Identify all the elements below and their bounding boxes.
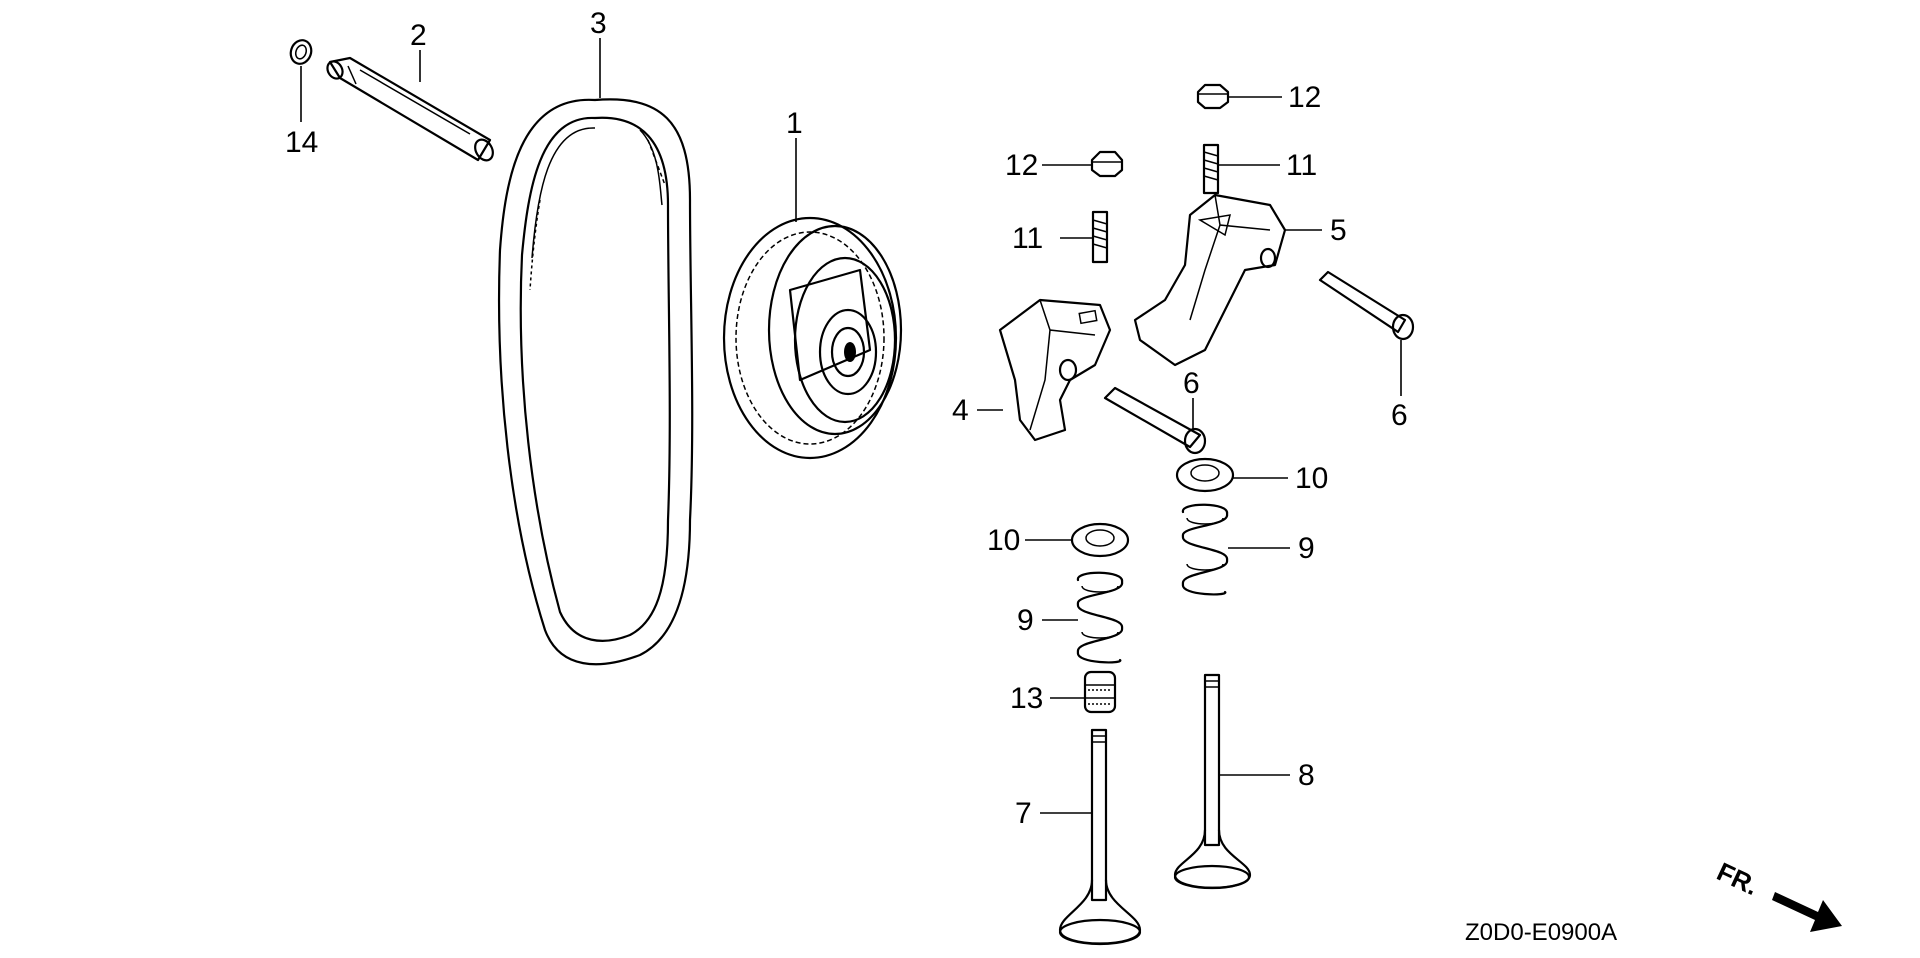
part-10-retainer-left: [1070, 522, 1130, 558]
front-marker-label: FR.: [1712, 856, 1763, 901]
callouts: 14 2 3 1 4 5 6 6 7 8 9 9 10 10 11 11 12 …: [285, 7, 1408, 830]
part-2-shaft: [326, 56, 494, 162]
part-3-timing-belt: [497, 98, 694, 666]
callout-6-right: 6: [1391, 399, 1408, 432]
part-14-stem-seal: [1083, 670, 1117, 714]
callout-13: 14: [285, 126, 318, 159]
callout-1: 1: [786, 107, 803, 140]
part-11-screw-left: [1091, 210, 1109, 264]
front-arrow-icon: FR.: [1712, 856, 1842, 932]
part-8-valve: [1173, 673, 1252, 890]
callout-11-right: 11: [1286, 149, 1317, 182]
callout-11-left: 11: [1012, 222, 1043, 255]
callout-12-right: 12: [1288, 81, 1321, 114]
callout-2: 2: [410, 19, 427, 52]
callout-3: 3: [590, 7, 607, 40]
part-5-rocker-arm: [1133, 193, 1287, 367]
callout-8: 8: [1298, 759, 1315, 792]
leader-lines: [300, 38, 1402, 814]
part-9-spring-right: [1181, 503, 1229, 596]
part-10-retainer-right: [1175, 457, 1235, 493]
part-9-spring-left: [1076, 571, 1124, 664]
callout-9-right: 9: [1298, 532, 1315, 565]
part-13-washer: [289, 39, 313, 65]
part-12-nut-left: [1090, 150, 1124, 178]
callout-10-left: 10: [987, 524, 1020, 557]
callout-7: 7: [1015, 797, 1032, 830]
part-7-valve: [1058, 728, 1142, 946]
callout-4: 4: [952, 394, 969, 427]
drawing-code: Z0D0-E0900A: [1465, 919, 1617, 946]
part-1-cam-pulley: [722, 216, 903, 460]
callout-9-left: 9: [1017, 604, 1034, 637]
part-4-rocker-arm: [998, 298, 1112, 442]
callout-12-left: 12: [1005, 149, 1038, 182]
part-6-rocker-shaft-left: [1103, 386, 1207, 455]
part-12-nut-right: [1196, 83, 1230, 110]
callout-6-left: 6: [1183, 367, 1200, 400]
callout-5: 5: [1330, 214, 1347, 247]
part-6-rocker-shaft-right: [1318, 270, 1415, 341]
callout-14: 13: [1010, 682, 1043, 715]
part-11-screw-right: [1202, 143, 1220, 195]
callout-10-right: 10: [1295, 462, 1328, 495]
